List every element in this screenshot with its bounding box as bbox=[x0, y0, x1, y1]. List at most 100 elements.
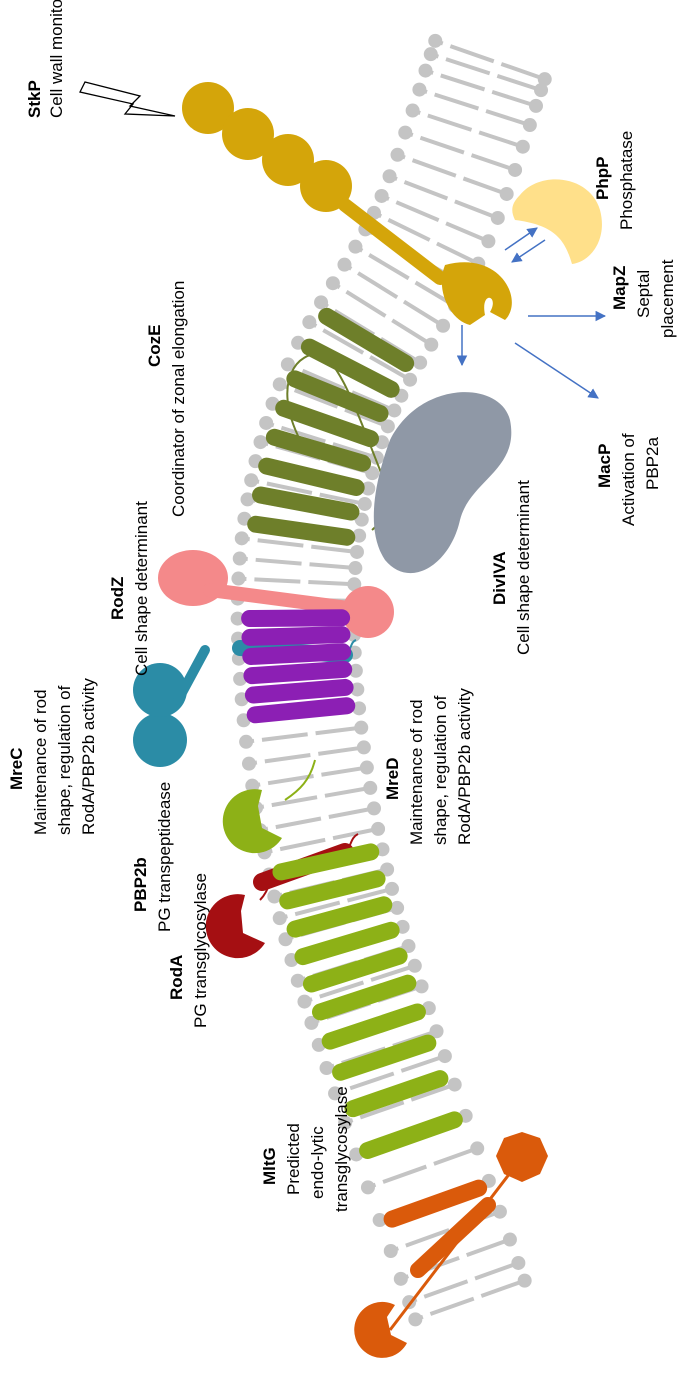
divlva-name: DivIVA bbox=[490, 551, 509, 605]
lipid-head-outer bbox=[518, 1274, 532, 1288]
roda-tm-helix bbox=[311, 956, 399, 984]
lipid-head-outer bbox=[491, 211, 505, 225]
lipid-head-inner bbox=[302, 315, 316, 329]
lipid-tail bbox=[390, 176, 498, 218]
macp-desc-2: PBP2a bbox=[643, 437, 662, 490]
lipid-head-outer bbox=[508, 163, 522, 177]
lipid-head-outer bbox=[516, 140, 530, 154]
lipid-head-inner bbox=[375, 189, 389, 203]
roda-name: RodA bbox=[167, 955, 186, 1000]
label-mltg: MltG Predicted endo-lytic transglycosyla… bbox=[260, 1086, 351, 1212]
label-divlva: DivIVA Cell shape determinant bbox=[490, 480, 533, 655]
label-mred: MreD Maintenance of rod shape, regulatio… bbox=[383, 688, 474, 845]
lipid-head-outer bbox=[363, 781, 377, 795]
mltg-protein bbox=[354, 1132, 548, 1358]
lipid-head-inner bbox=[320, 1061, 334, 1075]
mapz-name: MapZ bbox=[610, 266, 629, 310]
lipid-head-outer bbox=[534, 83, 548, 97]
pbp2b-pacman-domain bbox=[206, 894, 265, 958]
lipid-head-outer bbox=[523, 118, 537, 132]
mltg-desc-1: Predicted bbox=[284, 1123, 303, 1195]
label-mapz: MapZ Septal placement bbox=[610, 259, 677, 338]
stkp-name: StkP bbox=[25, 80, 44, 118]
lipid-head-inner bbox=[273, 377, 287, 391]
roda-tm-helix bbox=[368, 1120, 455, 1151]
roda-pacman-domain bbox=[223, 789, 282, 853]
lipid-tail bbox=[415, 1281, 524, 1320]
lipid-tail bbox=[368, 1148, 477, 1187]
lipid-head-outer bbox=[390, 901, 404, 915]
lipid-head-inner bbox=[273, 911, 287, 925]
rodz-desc: Cell shape determinant bbox=[132, 501, 151, 676]
lipid-head-outer bbox=[403, 373, 417, 387]
lipid-head-inner bbox=[383, 169, 397, 183]
lipid-head-outer bbox=[438, 1049, 452, 1063]
lipid-head-outer bbox=[367, 801, 381, 815]
lipid-head-outer bbox=[408, 959, 422, 973]
mred-desc-1: Maintenance of rod bbox=[407, 699, 426, 845]
lipid-head-inner bbox=[244, 473, 258, 487]
lipid-head-outer bbox=[413, 356, 427, 370]
stkp-kinase-domain bbox=[442, 262, 512, 325]
lipid-tail bbox=[246, 728, 361, 742]
mred-tm-helix bbox=[253, 687, 345, 695]
lipid-tail bbox=[240, 558, 356, 568]
lipid-head-outer bbox=[357, 740, 371, 754]
lipid-tail bbox=[249, 747, 364, 763]
lipid-head-inner bbox=[412, 83, 426, 97]
roda-tm-helix bbox=[281, 852, 371, 872]
lipid-head-inner bbox=[398, 126, 412, 140]
arrow-phpp-to-stkp bbox=[512, 240, 545, 262]
lipid-head-inner bbox=[259, 416, 273, 430]
lipid-head-inner bbox=[337, 258, 351, 272]
lipid-head-outer bbox=[387, 403, 401, 417]
lipid-head-outer bbox=[511, 1256, 525, 1270]
label-macp: MacP Activation of PBP2a bbox=[595, 433, 662, 526]
mred-desc-2: shape, regulation of bbox=[431, 695, 450, 845]
mltg-desc-3: transglycosylase bbox=[332, 1086, 351, 1212]
lipid-head-outer bbox=[448, 1078, 462, 1092]
roda-tm-helix bbox=[320, 983, 407, 1012]
lipid-head-outer bbox=[360, 761, 374, 775]
lipid-head-inner bbox=[291, 974, 305, 988]
lipid-head-inner bbox=[428, 34, 442, 48]
roda-desc: PG transglycosylase bbox=[191, 873, 210, 1028]
phpp-name: PhpP bbox=[593, 157, 612, 200]
lipid-tail bbox=[425, 71, 535, 106]
mltg-pacman-domain bbox=[354, 1302, 407, 1358]
coze-desc: Coordinator of zonal elongation bbox=[169, 281, 188, 517]
lipid-head-inner bbox=[314, 295, 328, 309]
pbp2b-name: PBP2b bbox=[131, 857, 150, 912]
lipid-head-inner bbox=[231, 572, 245, 586]
lipid-head-outer bbox=[529, 99, 543, 113]
roda-protein bbox=[223, 760, 315, 853]
lipid-head-outer bbox=[470, 1141, 484, 1155]
lipid-head-inner bbox=[348, 240, 362, 254]
lipid-head-inner bbox=[239, 735, 253, 749]
mltg-name: MltG bbox=[260, 1147, 279, 1185]
lipid-head-inner bbox=[424, 47, 438, 61]
lipid-head-outer bbox=[500, 187, 514, 201]
lipid-head-inner bbox=[233, 551, 247, 565]
label-coze: CozE Coordinator of zonal elongation bbox=[145, 281, 188, 517]
mred-tm-helix bbox=[250, 618, 342, 619]
divlva-desc: Cell shape determinant bbox=[514, 480, 533, 655]
mred-tm-helix bbox=[252, 669, 344, 675]
mrec-desc-1: Maintenance of rod bbox=[31, 689, 50, 835]
lipid-tail bbox=[382, 196, 489, 241]
lipid-head-inner bbox=[242, 757, 256, 771]
arrow-to-macp bbox=[515, 343, 598, 398]
lipid-tail bbox=[260, 808, 374, 830]
lipid-head-outer bbox=[350, 545, 364, 559]
macp-name: MacP bbox=[595, 444, 614, 488]
roda-tm-helix bbox=[303, 930, 391, 956]
mapz-desc-1: Septal bbox=[634, 270, 653, 318]
coze-tm-helix bbox=[256, 524, 347, 537]
lipid-head-inner bbox=[361, 1180, 375, 1194]
phpp-desc: Phosphatase bbox=[617, 131, 636, 230]
mrec-desc-2: shape, regulation of bbox=[55, 685, 74, 835]
roda-tm-helix bbox=[330, 1012, 417, 1041]
macp-desc-1: Activation of bbox=[619, 433, 638, 526]
